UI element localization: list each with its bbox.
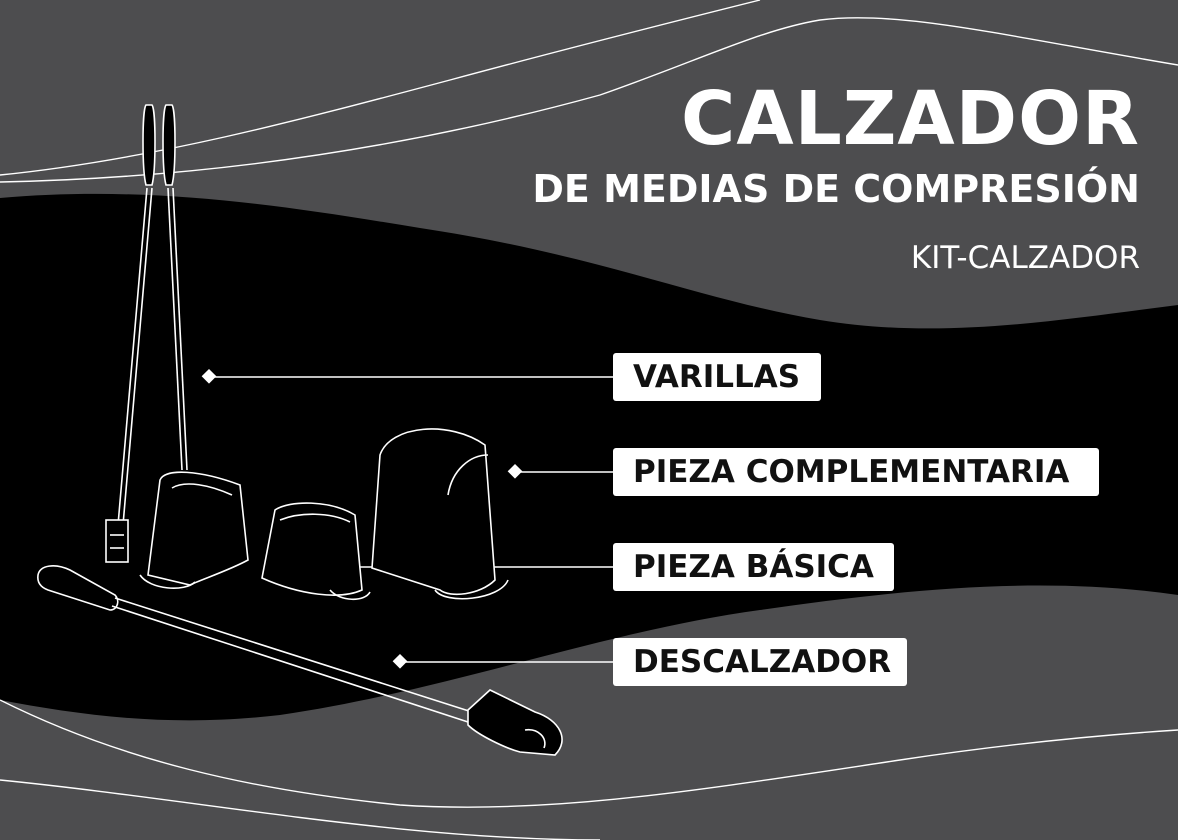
label-descalzador: DESCALZADOR: [613, 638, 907, 686]
label-pieza-basica: PIEZA BÁSICA: [613, 543, 894, 591]
pieza-complementaria-right-icon: [371, 428, 509, 600]
product-code: KIT-CALZADOR: [910, 240, 1140, 276]
page-subtitle: DE MEDIAS DE COMPRESIÓN: [532, 167, 1140, 211]
label-pieza-complementaria: PIEZA COMPLEMENTARIA: [613, 448, 1099, 496]
label-varillas: VARILLAS: [613, 353, 821, 401]
varillas-icon: [105, 104, 188, 563]
page-title: CALZADOR: [681, 76, 1140, 162]
pieza-complementaria-left-icon: [139, 471, 249, 589]
pieza-basica-icon: [261, 502, 371, 601]
descalzador-icon: [37, 565, 563, 756]
